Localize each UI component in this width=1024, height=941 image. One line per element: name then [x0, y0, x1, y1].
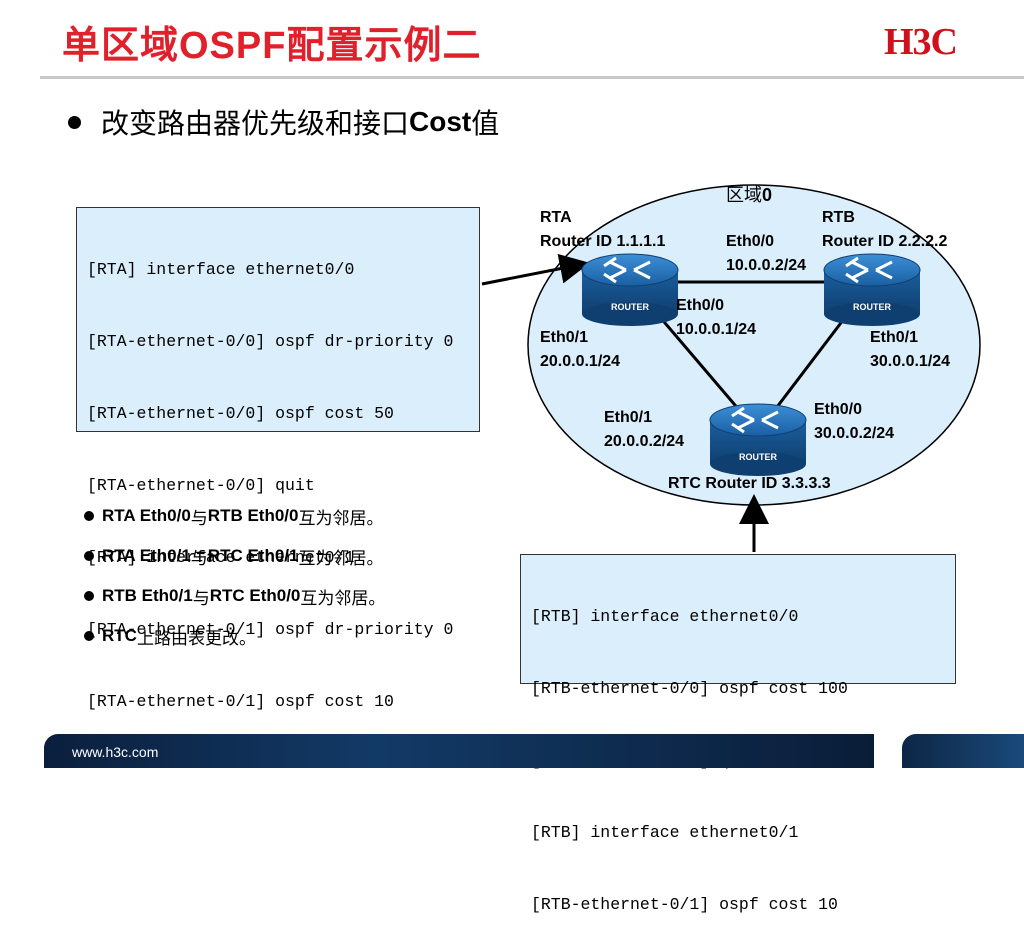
rta-config-line: [RTA-ethernet-0/1] ospf cost 10 — [87, 692, 394, 711]
arrow-config-rta — [481, 253, 590, 286]
rtb-router-id: Router ID 2.2.2.2 — [822, 233, 948, 250]
bullet-dot-icon — [68, 115, 81, 129]
rtc-eth01-name: Eth0/1 — [604, 409, 653, 426]
headline-text-bold: Cost — [409, 106, 472, 137]
bullet-bold-1: RTA Eth0/0 — [102, 506, 191, 525]
rta-eth01-label: Eth0/1 20.0.0.1/24 — [540, 326, 620, 374]
bullet-dot-icon — [84, 511, 94, 521]
bullet-text-2: 互为邻居。 — [298, 508, 384, 528]
rta-name: RTA — [540, 209, 572, 226]
rtb-eth00-name: Eth0/0 — [726, 233, 775, 250]
rtb-config-line: [RTB-ethernet-0/0] ospf cost 100 — [531, 679, 848, 698]
rtb-config-box: [RTB] interface ethernet0/0 [RTB-etherne… — [520, 554, 956, 914]
rta-config-line: [RTA] interface ethernet0/0 — [87, 260, 355, 279]
router-badge-rta: ROUTER — [611, 302, 650, 312]
headline-text-post: 值 — [471, 108, 500, 139]
bullet-dot-icon — [84, 631, 94, 641]
rtb-eth01-label: Eth0/1 30.0.0.1/24 — [870, 326, 950, 374]
rta-router-id: Router ID 1.1.1.1 — [540, 233, 666, 250]
rta-label: RTA Router ID 1.1.1.1 — [540, 206, 665, 254]
area-label-number: 0 — [762, 185, 773, 205]
rtb-eth01-name: Eth0/1 — [870, 329, 919, 346]
area-label: 区域0 — [726, 181, 772, 207]
title-divider — [40, 76, 1024, 79]
rtb-config-line: [RTB] interface ethernet0/0 — [531, 607, 799, 626]
rta-config-line: [RTA-ethernet-0/0] ospf cost 50 — [87, 404, 394, 423]
headline-text-pre: 改变路由器优先级和接口 — [101, 108, 410, 139]
router-icon-rtb: ROUTER — [823, 253, 921, 326]
page-title: 单区域OSPF配置示例二 — [62, 25, 482, 67]
rtb-label: RTB Router ID 2.2.2.2 — [822, 206, 947, 254]
rtb-eth00-label: Eth0/0 10.0.0.2/24 — [726, 230, 806, 278]
network-diagram: ROUTER ROUTER ROUTER — [481, 184, 981, 552]
rtc-eth01-label: Eth0/1 20.0.0.2/24 — [604, 406, 684, 454]
footer-banner-right — [902, 734, 1024, 768]
bullet-text-1: 与 — [192, 588, 210, 608]
rta-config-box: [RTA] interface ethernet0/0 [RTA-etherne… — [76, 207, 480, 711]
rtc-eth00-name: Eth0/0 — [814, 401, 863, 418]
rta-config-line: [RTA-ethernet-0/1] ospf dr-priority 0 — [87, 620, 454, 639]
rta-eth01-ip: 20.0.0.1/24 — [540, 353, 621, 370]
rta-eth01-name: Eth0/1 — [540, 329, 589, 346]
bullet-bold-1: RTB Eth0/1 — [102, 586, 193, 605]
bullet-dot-icon — [84, 551, 94, 561]
bullet-text-1: 与 — [190, 508, 208, 528]
rtb-name: RTB — [822, 209, 855, 226]
bullet-bold-1: RTC — [102, 626, 137, 645]
rtb-config-line: [RTB-ethernet-0/1] ospf cost 10 — [531, 895, 838, 914]
rtb-eth01-ip: 30.0.0.1/24 — [870, 353, 951, 370]
router-icon-rta: ROUTER — [581, 253, 679, 326]
router-badge-rtc: ROUTER — [739, 452, 778, 462]
rtb-config-line: [RTB] interface ethernet0/1 — [531, 823, 799, 842]
rta-config-line: [RTA-ethernet-0/0] quit — [87, 476, 315, 495]
footer-banner — [44, 734, 874, 768]
bullet-bold-2: RTC Eth0/0 — [209, 586, 301, 605]
bullet-text-1: 与 — [190, 548, 208, 568]
footer-url[interactable]: www.h3c.com — [72, 744, 159, 760]
router-badge-rtb: ROUTER — [853, 302, 892, 312]
bullet-text-1: 上路由表更改。 — [136, 628, 256, 648]
rta-config-line: [RTA] interface ethernet0/1 — [87, 548, 355, 567]
rta-eth00-name: Eth0/0 — [676, 297, 725, 314]
rtc-router-id: RTC Router ID 3.3.3.3 — [668, 475, 831, 492]
bullet-text-2: 互为邻居。 — [300, 588, 386, 608]
rta-config-line: [RTA-ethernet-0/0] ospf dr-priority 0 — [87, 332, 454, 351]
rtc-eth01-ip: 20.0.0.2/24 — [604, 433, 685, 450]
bullet-text-2: 互为邻居。 — [298, 548, 384, 568]
rta-eth00-ip: 10.0.0.1/24 — [676, 321, 757, 338]
rta-eth00-label: Eth0/0 10.0.0.1/24 — [676, 294, 756, 342]
h3c-logo: H3C — [884, 21, 958, 63]
bullet-dot-icon — [84, 591, 94, 601]
router-icon-rtc: ROUTER — [709, 403, 807, 476]
bullet-bold-2: RTB Eth0/0 — [207, 506, 299, 525]
bullet-bold-2: RTC Eth0/1 — [207, 546, 299, 565]
area-label-text: 区域 — [726, 185, 762, 205]
rtc-eth00-label: Eth0/0 30.0.0.2/24 — [814, 398, 894, 446]
bullet-bold-1: RTA Eth0/1 — [102, 546, 191, 565]
rtb-eth00-ip: 10.0.0.2/24 — [726, 257, 807, 274]
rtc-eth00-ip: 30.0.0.2/24 — [814, 425, 895, 442]
